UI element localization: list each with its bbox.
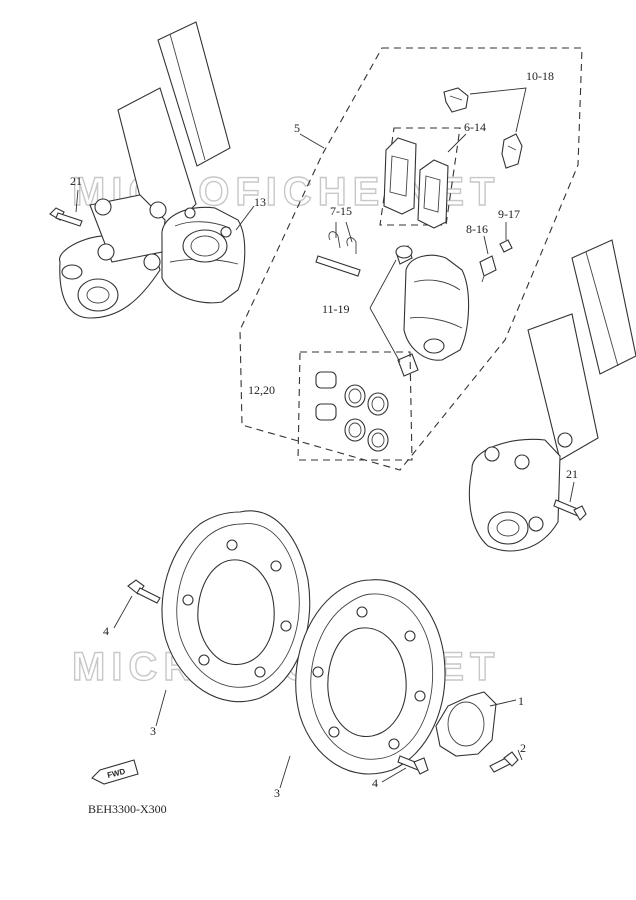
callout-5: 5 bbox=[294, 121, 300, 135]
callout-1: 1 bbox=[518, 694, 524, 708]
callout-2: 2 bbox=[520, 741, 526, 755]
callout-4-left: 4 bbox=[103, 624, 109, 638]
callout-13: 13 bbox=[254, 195, 266, 209]
callout-3-right: 3 bbox=[274, 786, 280, 800]
brake-disc-left bbox=[161, 510, 311, 703]
callout-10-18: 10-18 bbox=[526, 69, 554, 83]
bolt-21-right bbox=[553, 481, 587, 521]
left-fork-leg bbox=[59, 21, 231, 319]
piston-seals bbox=[315, 371, 389, 452]
bleed-screw bbox=[479, 235, 497, 283]
callout-9-17: 9-17 bbox=[498, 207, 520, 221]
caliper-body bbox=[369, 245, 470, 377]
callout-3-left: 3 bbox=[150, 724, 156, 738]
callout-11-19: 11-19 bbox=[322, 302, 350, 316]
callout-8-16: 8-16 bbox=[466, 222, 488, 236]
callout-7-15: 7-15 bbox=[330, 204, 352, 218]
callout-21-left: 21 bbox=[70, 174, 82, 188]
caliper-13 bbox=[161, 205, 255, 304]
bolt-21-left bbox=[49, 189, 83, 227]
caliper-assembly-boundary bbox=[239, 47, 583, 471]
bleed-cap bbox=[499, 222, 513, 253]
forward-arrow-icon: FWD bbox=[91, 759, 139, 785]
sensor-rotor bbox=[435, 691, 517, 757]
diagram-code: BEH3300-X300 bbox=[88, 802, 167, 816]
rotor-screw bbox=[489, 749, 523, 773]
pad-springs bbox=[443, 87, 527, 169]
brake-pads bbox=[383, 137, 449, 229]
pad-pin bbox=[315, 221, 361, 277]
seal-kit-boundary bbox=[297, 351, 413, 461]
fwd-label: FWD bbox=[106, 767, 126, 780]
right-fork-leg bbox=[468, 239, 636, 552]
callout-4-right: 4 bbox=[372, 776, 378, 790]
brake-disc-right bbox=[295, 579, 446, 775]
callout-6-14: 6-14 bbox=[464, 120, 486, 134]
callout-21-right: 21 bbox=[566, 467, 578, 481]
disc-bolt-4-right bbox=[381, 755, 429, 783]
callout-12-20: 12,20 bbox=[248, 383, 275, 397]
disc-bolt-4-left bbox=[113, 579, 161, 629]
